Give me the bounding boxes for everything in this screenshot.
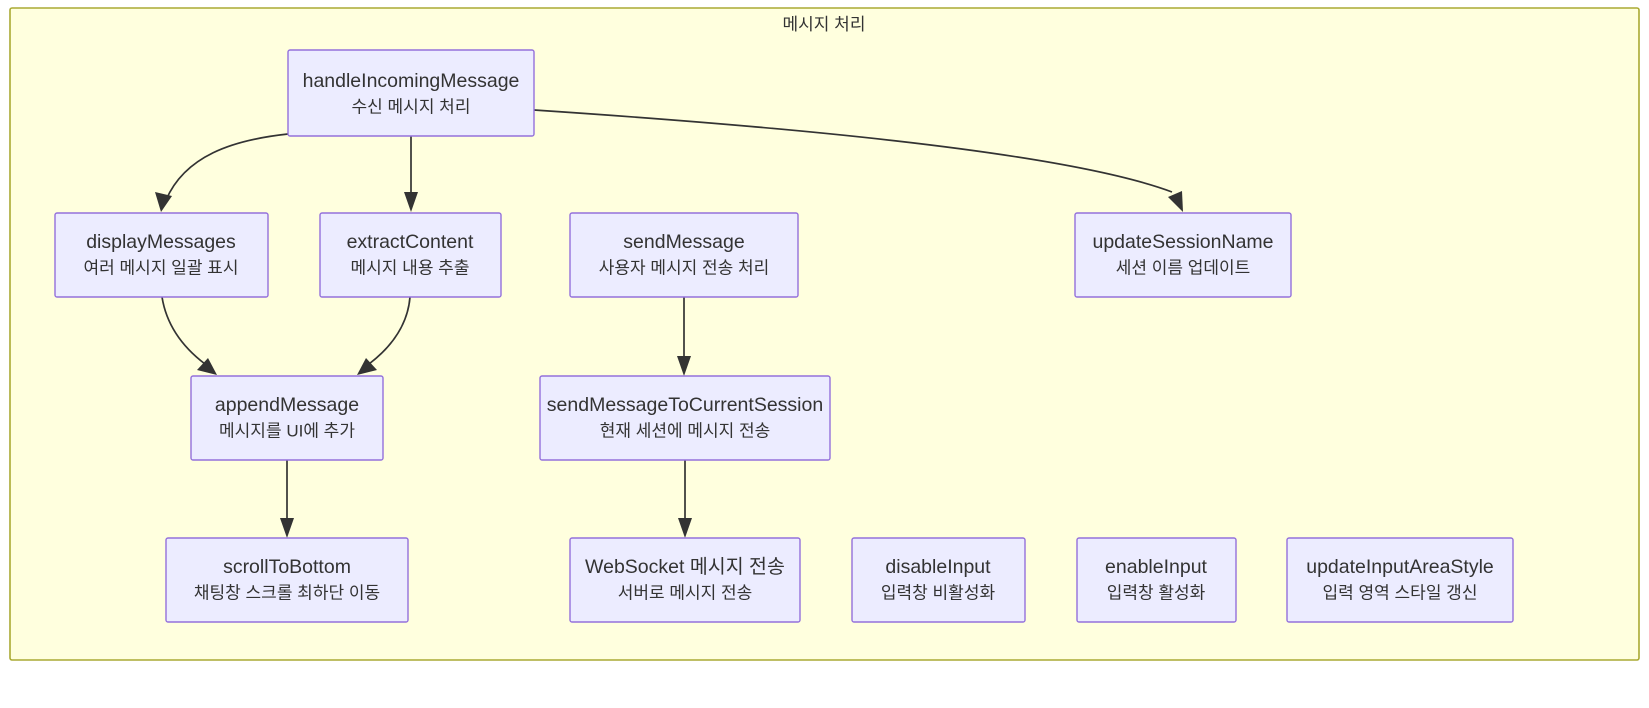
edge-sendMessageToCurrentSession-websocketSend <box>678 460 692 538</box>
node-scrollToBottom[interactable]: scrollToBottom 채팅창 스크롤 최하단 이동 <box>165 537 409 623</box>
node-title: scrollToBottom <box>223 556 351 578</box>
node-subtitle: 메시지 내용 추출 <box>351 258 470 277</box>
edge-appendMessage-scrollToBottom <box>280 460 294 538</box>
edge-extractContent-appendMessage <box>357 296 411 375</box>
node-subtitle: 서버로 메시지 전송 <box>618 583 753 602</box>
node-updateSessionName[interactable]: updateSessionName 세션 이름 업데이트 <box>1074 212 1292 298</box>
edge-handleIncomingMessage-displayMessages <box>155 133 289 212</box>
subgraph-title: 메시지 처리 <box>783 15 866 34</box>
node-title: extractContent <box>347 231 474 253</box>
node-subtitle: 채팅창 스크롤 최하단 이동 <box>194 583 380 602</box>
node-websocketSend[interactable]: WebSocket 메시지 전송 서버로 메시지 전송 <box>569 537 801 623</box>
node-box[interactable] <box>190 375 384 461</box>
node-title: enableInput <box>1105 556 1208 578</box>
node-title: sendMessageToCurrentSession <box>547 394 823 416</box>
edge-layer <box>155 109 1183 538</box>
node-box[interactable] <box>54 212 269 298</box>
node-sendMessageToCurrentSession[interactable]: sendMessageToCurrentSession 현재 세션에 메시지 전… <box>539 375 831 461</box>
node-title: sendMessage <box>623 231 744 253</box>
node-box[interactable] <box>539 375 831 461</box>
node-title: updateInputAreaStyle <box>1306 556 1494 578</box>
node-title: handleIncomingMessage <box>303 70 520 92</box>
edge-sendMessage-sendMessageToCurrentSession <box>677 297 691 376</box>
edge-handleIncomingMessage-updateSessionName <box>533 109 1183 212</box>
node-subtitle: 여러 메시지 일괄 표시 <box>84 258 239 277</box>
node-extractContent[interactable]: extractContent 메시지 내용 추출 <box>319 212 502 298</box>
node-title: disableInput <box>885 556 991 578</box>
node-title: displayMessages <box>86 231 236 253</box>
node-box[interactable] <box>165 537 409 623</box>
node-subtitle: 입력창 활성화 <box>1107 583 1206 602</box>
node-appendMessage[interactable]: appendMessage 메시지를 UI에 추가 <box>190 375 384 461</box>
node-subtitle: 수신 메시지 처리 <box>352 97 471 116</box>
node-subtitle: 세션 이름 업데이트 <box>1116 258 1251 277</box>
edge-handleIncomingMessage-extractContent <box>404 136 418 212</box>
node-handleIncomingMessage[interactable]: handleIncomingMessage 수신 메시지 처리 <box>287 49 535 137</box>
node-title: updateSessionName <box>1092 231 1273 253</box>
subgraph-container <box>9 7 1640 661</box>
node-box[interactable] <box>287 49 535 137</box>
node-subtitle: 입력창 비활성화 <box>881 583 996 602</box>
node-box[interactable] <box>569 212 799 298</box>
node-subtitle: 현재 세션에 메시지 전송 <box>600 421 771 440</box>
node-box[interactable] <box>851 537 1026 623</box>
node-sendMessage[interactable]: sendMessage 사용자 메시지 전송 처리 <box>569 212 799 298</box>
node-box[interactable] <box>1074 212 1292 298</box>
node-title: WebSocket 메시지 전송 <box>585 556 785 578</box>
node-layer: handleIncomingMessage 수신 메시지 처리 displayM… <box>54 49 1514 623</box>
node-box[interactable] <box>569 537 801 623</box>
node-subtitle: 메시지를 UI에 추가 <box>219 421 355 440</box>
node-displayMessages[interactable]: displayMessages 여러 메시지 일괄 표시 <box>54 212 269 298</box>
node-subtitle: 입력 영역 스타일 갱신 <box>1323 583 1478 602</box>
node-title: appendMessage <box>215 394 359 416</box>
node-box[interactable] <box>1286 537 1514 623</box>
edge-displayMessages-appendMessage <box>161 296 217 375</box>
node-box[interactable] <box>319 212 502 298</box>
node-disableInput[interactable]: disableInput 입력창 비활성화 <box>851 537 1026 623</box>
node-updateInputAreaStyle[interactable]: updateInputAreaStyle 입력 영역 스타일 갱신 <box>1286 537 1514 623</box>
node-enableInput[interactable]: enableInput 입력창 활성화 <box>1076 537 1237 623</box>
node-subtitle: 사용자 메시지 전송 처리 <box>599 258 770 277</box>
node-box[interactable] <box>1076 537 1237 623</box>
